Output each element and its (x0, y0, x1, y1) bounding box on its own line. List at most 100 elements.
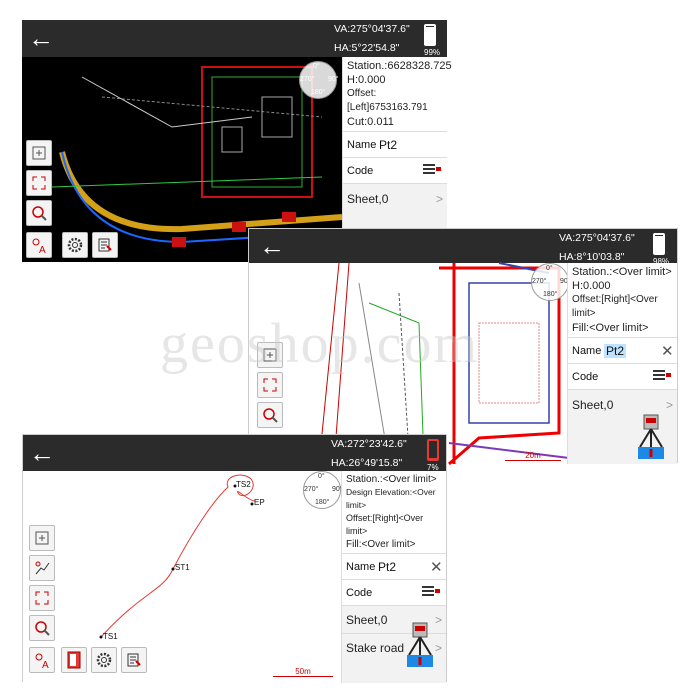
zoom-extent-icon (263, 348, 277, 362)
angle-readout: VA:272°23'42.6" HA:26°49'15.8" (331, 435, 407, 473)
screenshot-3: ← VA:272°23'42.6" HA:26°49'15.8" 7% TS2 … (22, 434, 447, 683)
stake-info: Station.:<Over limit> H:0.000 Offset:[Ri… (568, 263, 677, 337)
sheet-selector[interactable]: Sheet,0 > (343, 183, 447, 213)
cad-map[interactable]: 0° 270° 90° 180° (22, 57, 343, 262)
info-line: H:0.000 (572, 280, 611, 292)
chevron-right-icon: > (665, 397, 673, 412)
scale-label: 20m (525, 451, 541, 460)
edit-list-button[interactable] (121, 647, 147, 673)
info-panel: Station.:<Over limit> Design Elevation:<… (341, 471, 446, 683)
list-edit-icon (98, 238, 112, 252)
zoom-window-button[interactable] (257, 372, 283, 398)
code-row: Code (343, 157, 447, 183)
code-list-icon[interactable] (423, 163, 443, 178)
info-line: Offset:[Right]<Over limit> (572, 294, 658, 319)
zoom-extent-button[interactable] (257, 342, 283, 368)
compass: 0° 270° 90° 180° (299, 61, 339, 99)
code-label: Code (572, 370, 599, 383)
zoom-search-button[interactable] (29, 615, 55, 641)
code-list-icon[interactable] (653, 369, 673, 384)
info-line: H:0.000 (347, 74, 386, 86)
point-label-button[interactable]: A (29, 647, 55, 673)
total-station-icon (638, 414, 664, 459)
back-button[interactable]: ← (259, 230, 285, 261)
zoom-window-icon (32, 176, 46, 190)
sheet-label: Sheet,0 (347, 191, 389, 206)
name-field[interactable]: Pt2 (604, 343, 661, 358)
cad-drawing (51, 66, 343, 247)
code-row: Code (342, 579, 446, 605)
zoom-search-icon (35, 621, 50, 636)
code-row: Code (568, 363, 677, 389)
battery-percent: 7% (427, 463, 439, 472)
battery-indicator: 98% (653, 233, 669, 266)
zoom-window-icon (35, 591, 49, 605)
chevron-right-icon: > (434, 640, 442, 655)
compass: 0° 270° 90° 180° (531, 263, 571, 301)
sheet-label: Sheet,0 (572, 397, 614, 412)
total-station-button[interactable] (634, 413, 668, 461)
back-button[interactable]: ← (28, 23, 54, 53)
name-field[interactable]: Pt2 (378, 559, 397, 574)
back-button[interactable]: ← (29, 437, 55, 468)
battery-indicator: 99% (424, 24, 440, 57)
clear-icon[interactable]: ✕ (661, 342, 674, 360)
zoom-search-icon (263, 408, 278, 423)
zoom-window-button[interactable] (29, 585, 55, 611)
name-field[interactable]: Pt2 (379, 137, 398, 152)
zoom-search-button[interactable] (257, 402, 283, 428)
watermark: geoshop.com (160, 313, 480, 375)
name-label: Name (572, 344, 602, 357)
stake-info: Station.:<Over limit> Design Elevation:<… (342, 471, 446, 553)
svg-text:A: A (39, 245, 46, 256)
info-line: Station.:<Over limit> (346, 474, 437, 485)
scale-label: 50m (295, 667, 311, 676)
info-line: Offset:[Right]<Over limit> (346, 513, 424, 536)
zoom-extent-button[interactable] (26, 140, 52, 166)
battery-indicator: 7% (427, 439, 439, 472)
book-button[interactable] (61, 647, 87, 673)
name-row: Name Pt2 ✕ (342, 553, 446, 579)
edit-list-button[interactable] (92, 232, 118, 258)
zoom-window-button[interactable] (26, 170, 52, 196)
top-bar: ← VA:272°23'42.6" HA:26°49'15.8" 7% (23, 435, 446, 473)
top-bar: ← VA:275°04'37.6" HA:8°10'03.8" 98% (249, 229, 677, 266)
scale-bar: 20m (505, 451, 561, 461)
battery-icon (653, 233, 665, 255)
va-value: VA:275°04'37.6" (559, 232, 635, 244)
code-list-icon[interactable] (422, 585, 442, 600)
ha-value: HA:26°49'15.8" (331, 457, 403, 469)
point-label-icon: A (35, 653, 49, 671)
point-label: EP (254, 498, 265, 507)
point-label-button[interactable]: A (26, 232, 52, 258)
name-row: Name Pt2 ✕ (568, 337, 677, 363)
chevron-right-icon: > (435, 191, 443, 206)
zoom-extent-icon (32, 146, 46, 160)
book-icon (67, 651, 81, 669)
zoom-search-button[interactable] (26, 200, 52, 226)
settings-button[interactable] (91, 647, 117, 673)
info-panel: Station.:6628328.725 H:0.000 Offset:[Lef… (342, 57, 452, 262)
point-label: ST1 (175, 563, 190, 572)
name-value: Pt2 (604, 343, 627, 358)
battery-percent: 98% (653, 257, 670, 266)
zoom-extent-icon (35, 531, 49, 545)
top-bar: ← VA:275°04'37.6" HA:5°22'54.8" 99% (22, 20, 447, 57)
sheet-selector[interactable]: Sheet,0 > (342, 605, 446, 633)
alignment-button[interactable] (29, 555, 55, 581)
gear-icon (96, 652, 112, 668)
name-label: Name (347, 138, 377, 151)
sheet-selector[interactable]: Sheet,0 > (568, 389, 677, 419)
code-label: Code (346, 586, 373, 599)
va-value: VA:272°23'42.6" (331, 438, 407, 450)
stake-road-selector[interactable]: Stake road > (342, 633, 446, 661)
alignment-icon (35, 561, 50, 575)
angle-readout: VA:275°04'37.6" HA:8°10'03.8" (559, 229, 635, 267)
stake-info: Station.:6628328.725 H:0.000 Offset:[Lef… (343, 57, 452, 131)
info-line: Cut:0.011 (347, 116, 394, 128)
total-station-button[interactable] (402, 621, 438, 669)
settings-button[interactable] (62, 232, 88, 258)
zoom-extent-button[interactable] (29, 525, 55, 551)
clear-icon[interactable]: ✕ (430, 558, 443, 576)
zoom-search-icon (32, 206, 47, 221)
